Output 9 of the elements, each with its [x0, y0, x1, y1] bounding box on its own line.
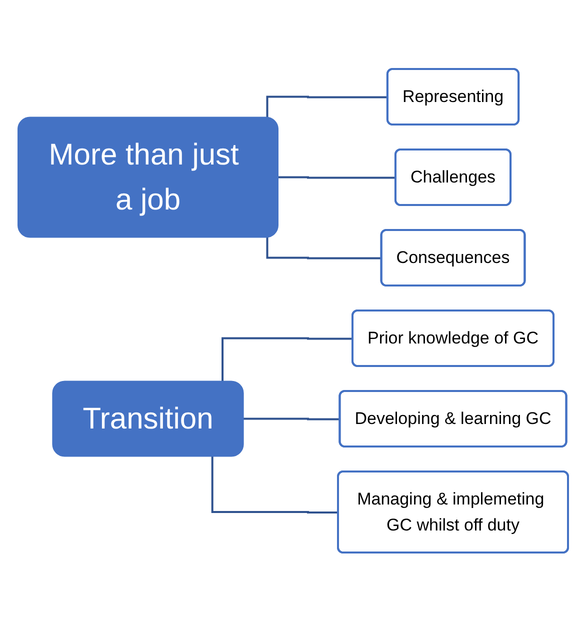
node-text: Managing & implemeting GC whilst off duty [356, 490, 544, 534]
connector [242, 418, 340, 420]
node-box: Transition [52, 381, 244, 457]
connector [266, 96, 388, 118]
connector [276, 176, 396, 179]
connector [221, 338, 352, 382]
connector [266, 238, 382, 260]
node-box: More than just a job [17, 117, 278, 238]
connector [210, 456, 338, 514]
